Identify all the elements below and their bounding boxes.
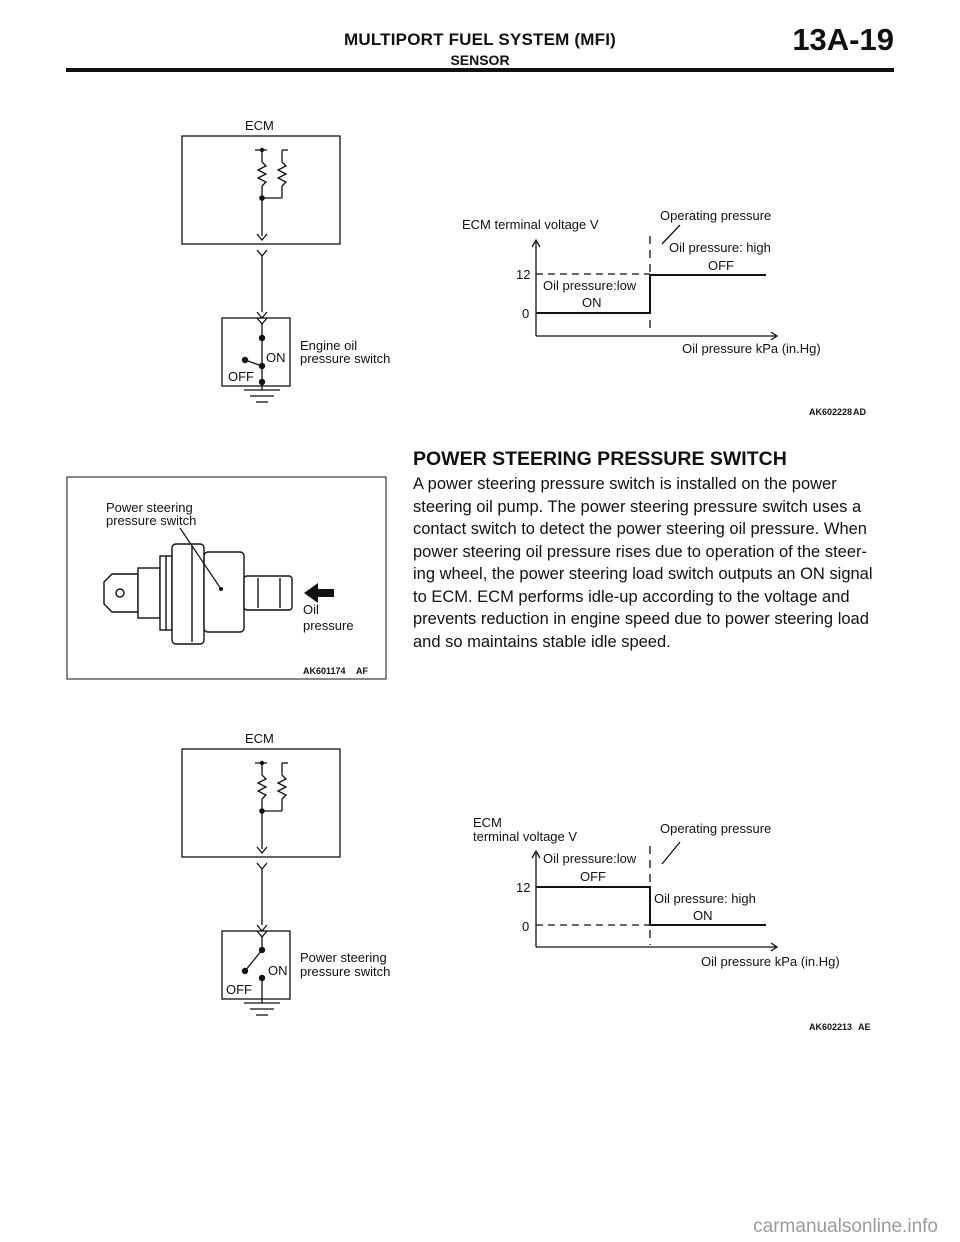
voltage-graph <box>531 841 779 952</box>
oil-pressure-arrow <box>304 583 334 603</box>
low-pressure-label: Oil pressure:low <box>543 851 637 866</box>
on-label: ON <box>268 963 288 978</box>
body-line: power steering oil pressure rises due to… <box>413 542 867 561</box>
switch-drawing <box>103 543 293 645</box>
body-line: ing wheel, the power steering load switc… <box>413 565 873 583</box>
switch-label-line1: Engine oil <box>300 338 357 353</box>
figure-code-suffix: AD <box>853 407 866 417</box>
tick-0: 0 <box>522 919 529 934</box>
tick-12: 12 <box>516 267 530 282</box>
off-label: OFF <box>226 982 252 997</box>
section-body: A power steering pressure switch is inst… <box>413 473 895 653</box>
switch-label-line1: Power steering <box>300 950 387 965</box>
low-state-label: ON <box>582 295 602 310</box>
figure-code: AK602213 <box>809 1022 852 1032</box>
graph-xlabel: Oil pressure kPa (in.Hg) <box>682 341 821 356</box>
on-label: ON <box>266 350 286 365</box>
ps-switch-label-line1: Power steering <box>106 500 193 515</box>
switch-box <box>221 317 291 387</box>
body-line: to ECM. ECM performs idle-up according t… <box>413 587 850 606</box>
operating-pressure-label: Operating pressure <box>660 821 771 836</box>
low-pressure-label: Oil pressure:low <box>543 278 637 293</box>
switch-label-line2: pressure switch <box>300 351 390 366</box>
page-number: 13A-19 <box>792 22 894 57</box>
oil-label: Oil <box>303 602 319 617</box>
high-pressure-label: Oil pressure: high <box>669 240 771 255</box>
page-title: MULTIPORT FUEL SYSTEM (MFI) <box>343 30 617 49</box>
ps-switch-label-line2: pressure switch <box>106 513 196 528</box>
high-pressure-label: Oil pressure: high <box>654 891 756 906</box>
ecm-label: ECM <box>245 118 274 133</box>
figure-code: AK601174 <box>303 666 346 676</box>
tick-12: 12 <box>516 880 530 895</box>
body-line: steering oil pump. The power steering pr… <box>413 497 862 516</box>
pressure-label: pressure <box>303 618 354 633</box>
body-line: contact switch to detect the power steer… <box>413 520 867 538</box>
body-line: A power steering pressure switch is inst… <box>413 475 837 493</box>
off-label: OFF <box>228 369 254 384</box>
page-subtitle: SENSOR <box>450 52 510 68</box>
figure-code-suffix: AE <box>858 1022 871 1032</box>
figure-code: AK602228 <box>809 407 852 417</box>
graph-ylabel: ECM terminal voltage V <box>462 217 599 232</box>
figure-code-suffix: AF <box>356 666 368 676</box>
voltage-graph <box>531 224 779 341</box>
graph-ylabel-line1: ECM <box>473 815 502 830</box>
low-state-label: OFF <box>580 869 606 884</box>
figure-oil-pressure-switch: ECM Engine oil pressure switch ON OFF EC… <box>181 118 866 417</box>
graph-ylabel-line2: terminal voltage V <box>473 829 577 844</box>
switch-box <box>221 930 291 1000</box>
header-rule <box>66 68 894 72</box>
figure-ps-pressure-switch: ECM Power steering pressure switch ON OF… <box>181 731 871 1032</box>
ecm-box <box>181 135 341 245</box>
watermark: carmanualsonline.info <box>753 1216 938 1237</box>
figure-frame <box>66 476 387 680</box>
body-line: and so maintains stable idle speed. <box>413 632 671 651</box>
ecm-box <box>181 748 341 858</box>
high-state-label: OFF <box>708 258 734 273</box>
high-state-label: ON <box>693 908 713 923</box>
operating-pressure-label: Operating pressure <box>660 208 771 223</box>
tick-0: 0 <box>522 306 529 321</box>
body-line: prevents reduction in engine speed due t… <box>413 610 869 628</box>
ecm-label: ECM <box>245 731 274 746</box>
figure-ps-switch: Power steering pressure switch Oil press… <box>66 476 387 680</box>
switch-label-line2: pressure switch <box>300 964 390 979</box>
section-heading: POWER STEERING PRESSURE SWITCH <box>413 448 787 470</box>
graph-xlabel: Oil pressure kPa (in.Hg) <box>701 954 840 969</box>
